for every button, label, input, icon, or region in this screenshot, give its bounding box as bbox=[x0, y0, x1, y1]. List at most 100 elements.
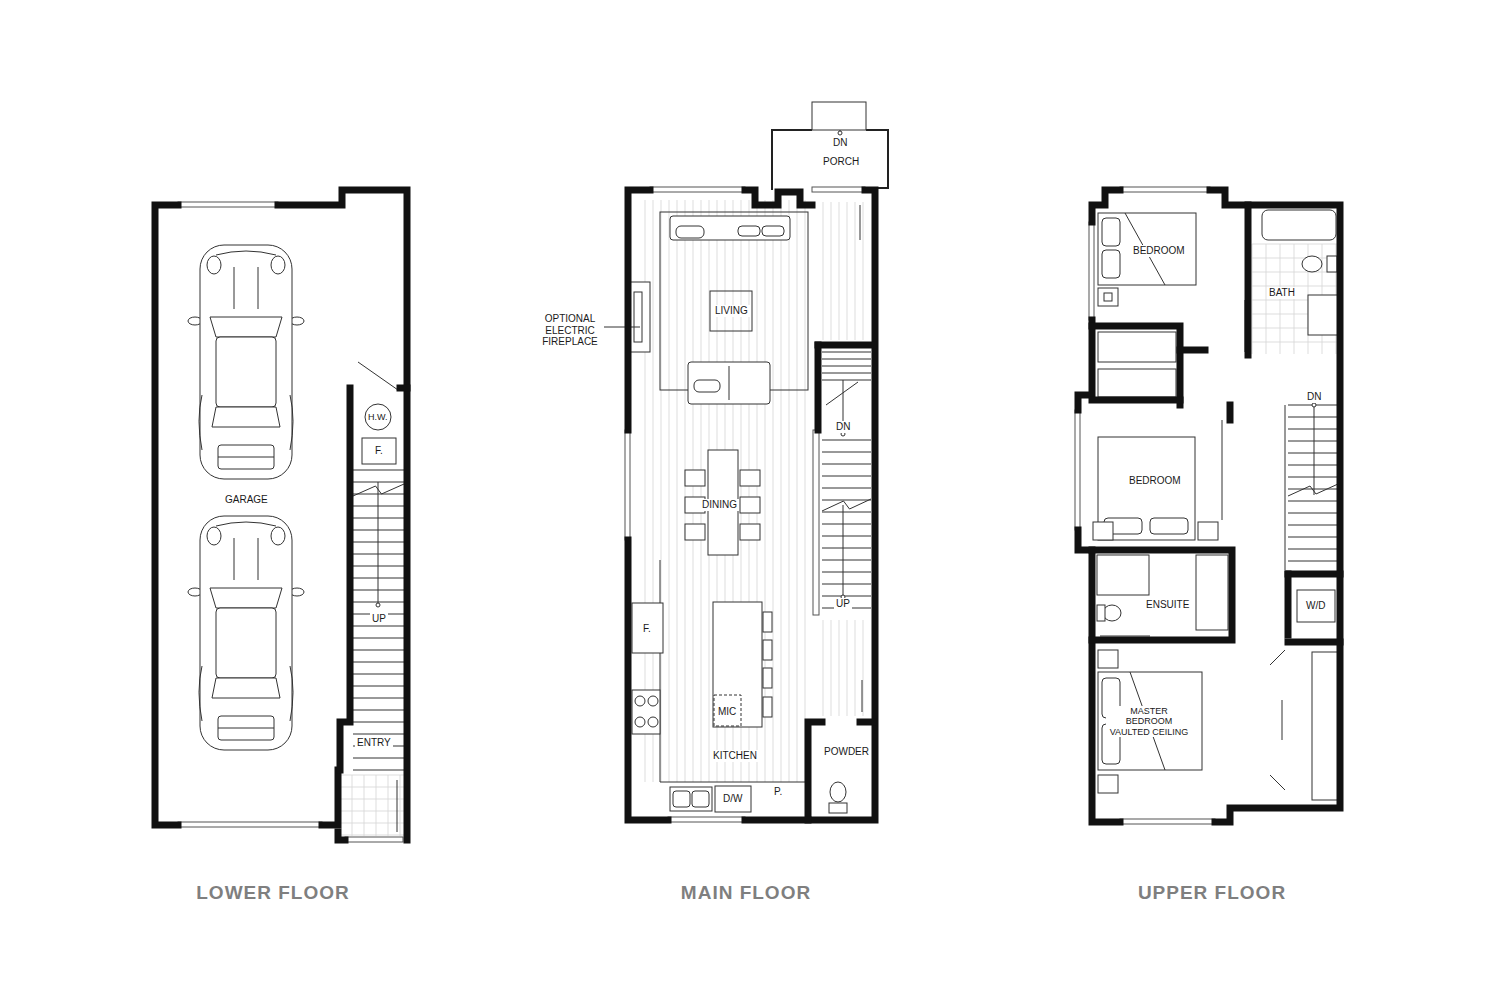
window-symbol bbox=[345, 837, 403, 842]
stair-tread bbox=[353, 470, 404, 471]
stair-tread bbox=[822, 359, 871, 360]
wall bbox=[1078, 190, 1340, 822]
stair-direction-dot bbox=[1312, 403, 1316, 407]
furniture bbox=[1150, 518, 1188, 534]
stair-tread bbox=[822, 572, 871, 573]
wall bbox=[745, 817, 808, 824]
stair-tread bbox=[822, 560, 871, 561]
tile-grid bbox=[340, 775, 404, 776]
garage-equipment bbox=[358, 362, 404, 832]
tile-grid bbox=[340, 811, 404, 812]
window-symbol bbox=[1075, 187, 1285, 824]
stair-tread bbox=[353, 710, 404, 711]
floor-hatching bbox=[701, 200, 702, 782]
stair-tread bbox=[822, 464, 871, 465]
window-symbol bbox=[1120, 187, 1210, 192]
room-label: POWDER bbox=[822, 746, 871, 758]
tile-grid bbox=[1252, 272, 1338, 273]
room-label: BATH bbox=[1267, 287, 1297, 299]
furniture bbox=[1098, 672, 1202, 770]
furniture bbox=[694, 380, 720, 392]
wall bbox=[745, 190, 812, 205]
car-symbol bbox=[200, 516, 292, 750]
room-label: ENSUITE bbox=[1144, 599, 1191, 611]
furniture bbox=[632, 690, 660, 734]
floor-hatching bbox=[839, 202, 840, 340]
floor-plan: MAIN FLOOR bbox=[586, 100, 906, 905]
tile-grid bbox=[340, 787, 404, 788]
floor-title: UPPER FLOOR bbox=[1062, 882, 1362, 904]
furniture bbox=[763, 668, 772, 688]
wall bbox=[815, 345, 822, 430]
stair-tread bbox=[1288, 525, 1338, 526]
window-symbol bbox=[650, 187, 745, 192]
car-symbol bbox=[234, 538, 258, 580]
furniture bbox=[632, 603, 663, 653]
furniture bbox=[826, 382, 858, 405]
stair-tread bbox=[1288, 465, 1338, 466]
stair-tread bbox=[1288, 501, 1338, 502]
window-symbol bbox=[1285, 405, 1286, 570]
floor-hatching bbox=[376, 775, 377, 836]
furniture bbox=[685, 524, 705, 540]
room-label: BEDROOM bbox=[1127, 475, 1183, 487]
car-symbol bbox=[216, 522, 276, 526]
stair-tread bbox=[353, 698, 404, 699]
car-symbol bbox=[218, 457, 274, 458]
floor-hatching bbox=[669, 200, 670, 782]
wall bbox=[340, 388, 350, 770]
stair-tread bbox=[822, 440, 871, 441]
floor-title: LOWER FLOOR bbox=[123, 882, 423, 904]
furniture bbox=[670, 216, 790, 240]
car-symbol bbox=[271, 527, 285, 545]
room-label: F. bbox=[373, 445, 385, 457]
tile-grid bbox=[340, 835, 404, 836]
car-symbol bbox=[216, 251, 276, 255]
floor-hatching bbox=[805, 200, 806, 782]
room-label: ENTRY bbox=[355, 737, 393, 749]
car-symbol bbox=[188, 245, 304, 750]
wall bbox=[155, 205, 178, 825]
wall bbox=[628, 190, 650, 430]
floor-hatching bbox=[1280, 244, 1281, 354]
furniture bbox=[1093, 210, 1338, 800]
stair-break-line bbox=[1288, 484, 1338, 496]
wall bbox=[860, 719, 873, 726]
furniture bbox=[1297, 590, 1335, 622]
stair-tread bbox=[353, 686, 404, 687]
floor-hatching bbox=[823, 202, 824, 340]
room-label: MIC bbox=[716, 706, 738, 718]
floor-hatching bbox=[388, 775, 389, 836]
stair-tread bbox=[1288, 561, 1338, 562]
floor-hatching bbox=[831, 202, 832, 340]
furniture bbox=[688, 362, 770, 404]
stair-direction-dot bbox=[841, 432, 845, 436]
wall bbox=[338, 832, 345, 840]
wall bbox=[1288, 639, 1340, 646]
floor-hatching bbox=[1252, 244, 1253, 354]
floor-hatching bbox=[661, 200, 662, 782]
wall bbox=[1078, 530, 1120, 822]
floor-hatching bbox=[863, 202, 864, 340]
furniture bbox=[1262, 210, 1336, 240]
floor-hatching bbox=[677, 200, 678, 782]
furniture bbox=[740, 470, 760, 486]
room-label: LIVING bbox=[713, 305, 750, 317]
stair-tread bbox=[822, 536, 871, 537]
garage-equipment bbox=[362, 438, 396, 464]
stair-tread bbox=[822, 500, 871, 501]
stair-symbol bbox=[353, 106, 1338, 770]
stair-break-line bbox=[822, 499, 871, 511]
wall bbox=[322, 770, 338, 825]
car-symbol bbox=[216, 337, 276, 407]
porch-outline bbox=[772, 130, 812, 190]
stair-tread bbox=[822, 596, 871, 597]
furniture bbox=[710, 291, 752, 331]
furniture bbox=[692, 791, 709, 807]
floor-hatching bbox=[781, 200, 782, 782]
car-symbol bbox=[188, 516, 304, 750]
stair-tread bbox=[353, 638, 404, 639]
stair-tread bbox=[1288, 537, 1338, 538]
furniture bbox=[762, 226, 784, 236]
furniture bbox=[829, 803, 847, 813]
